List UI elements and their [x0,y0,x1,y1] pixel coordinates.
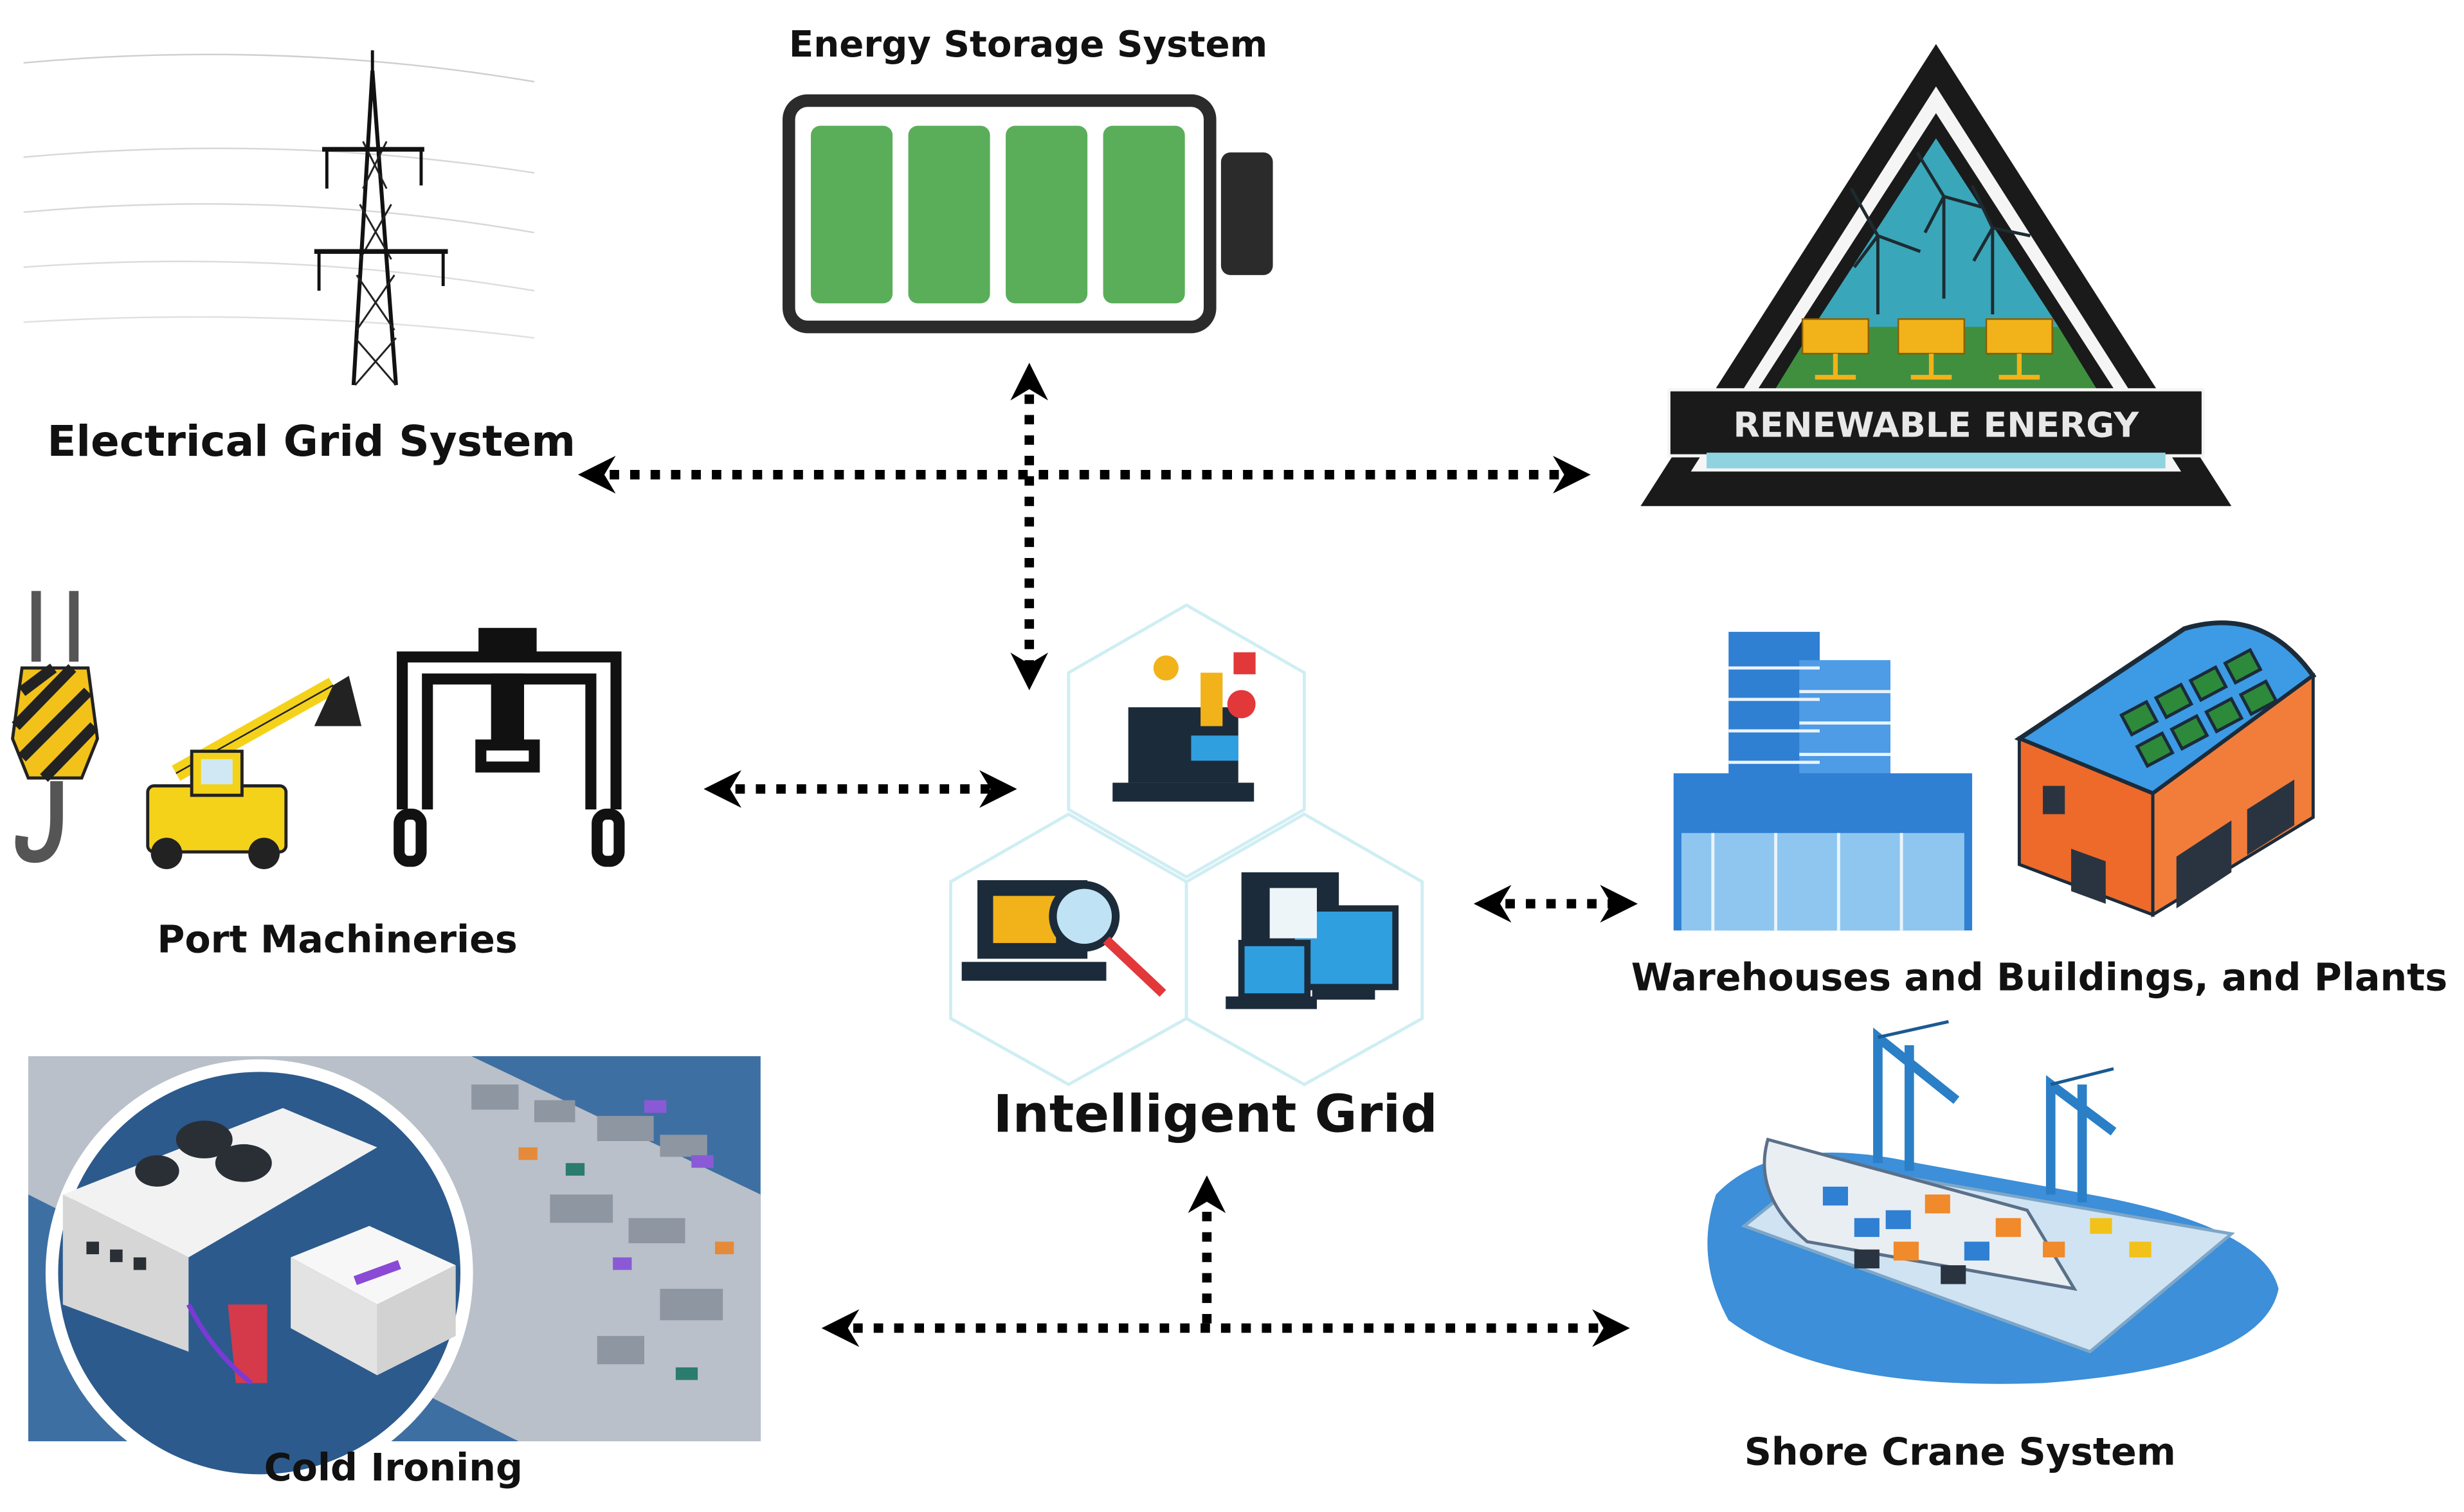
cold-ironing-image [28,1056,761,1487]
connector-arrows [577,363,1638,1347]
cold-ironing-label: Cold Ironing [264,1446,523,1490]
intelligent-grid-icon [949,603,1424,1086]
energy-storage-label: Energy Storage System [789,24,1267,66]
warehouses-label: Warehouses and Buildings, and Plants [1631,955,2447,999]
gantry-crane-icon [394,627,625,867]
battery-cell-1 [811,125,893,303]
intelligent-grid-label: Intelligent Grid [993,1084,1438,1144]
crane-hook-icon [11,591,100,863]
renewable-energy-icon [1640,44,2232,507]
shore-crane-label: Shore Crane System [1744,1430,2176,1474]
port-machineries-label: Port Machineries [157,918,517,962]
battery-icon [783,94,1273,334]
warehouse-icon [2014,620,2317,918]
renewable-energy-banner: RENEWABLE ENERGY [1734,405,2140,446]
shore-crane-icon [1707,1020,2279,1384]
reach-stacker-icon [146,676,362,870]
office-building-icon [1673,631,1973,931]
battery-cell-2 [908,125,990,303]
electrical-grid-label: Electrical Grid System [47,417,575,466]
battery-cell-3 [1006,125,1088,303]
electrical-grid-icon [23,50,535,386]
battery-cell-4 [1103,125,1185,303]
